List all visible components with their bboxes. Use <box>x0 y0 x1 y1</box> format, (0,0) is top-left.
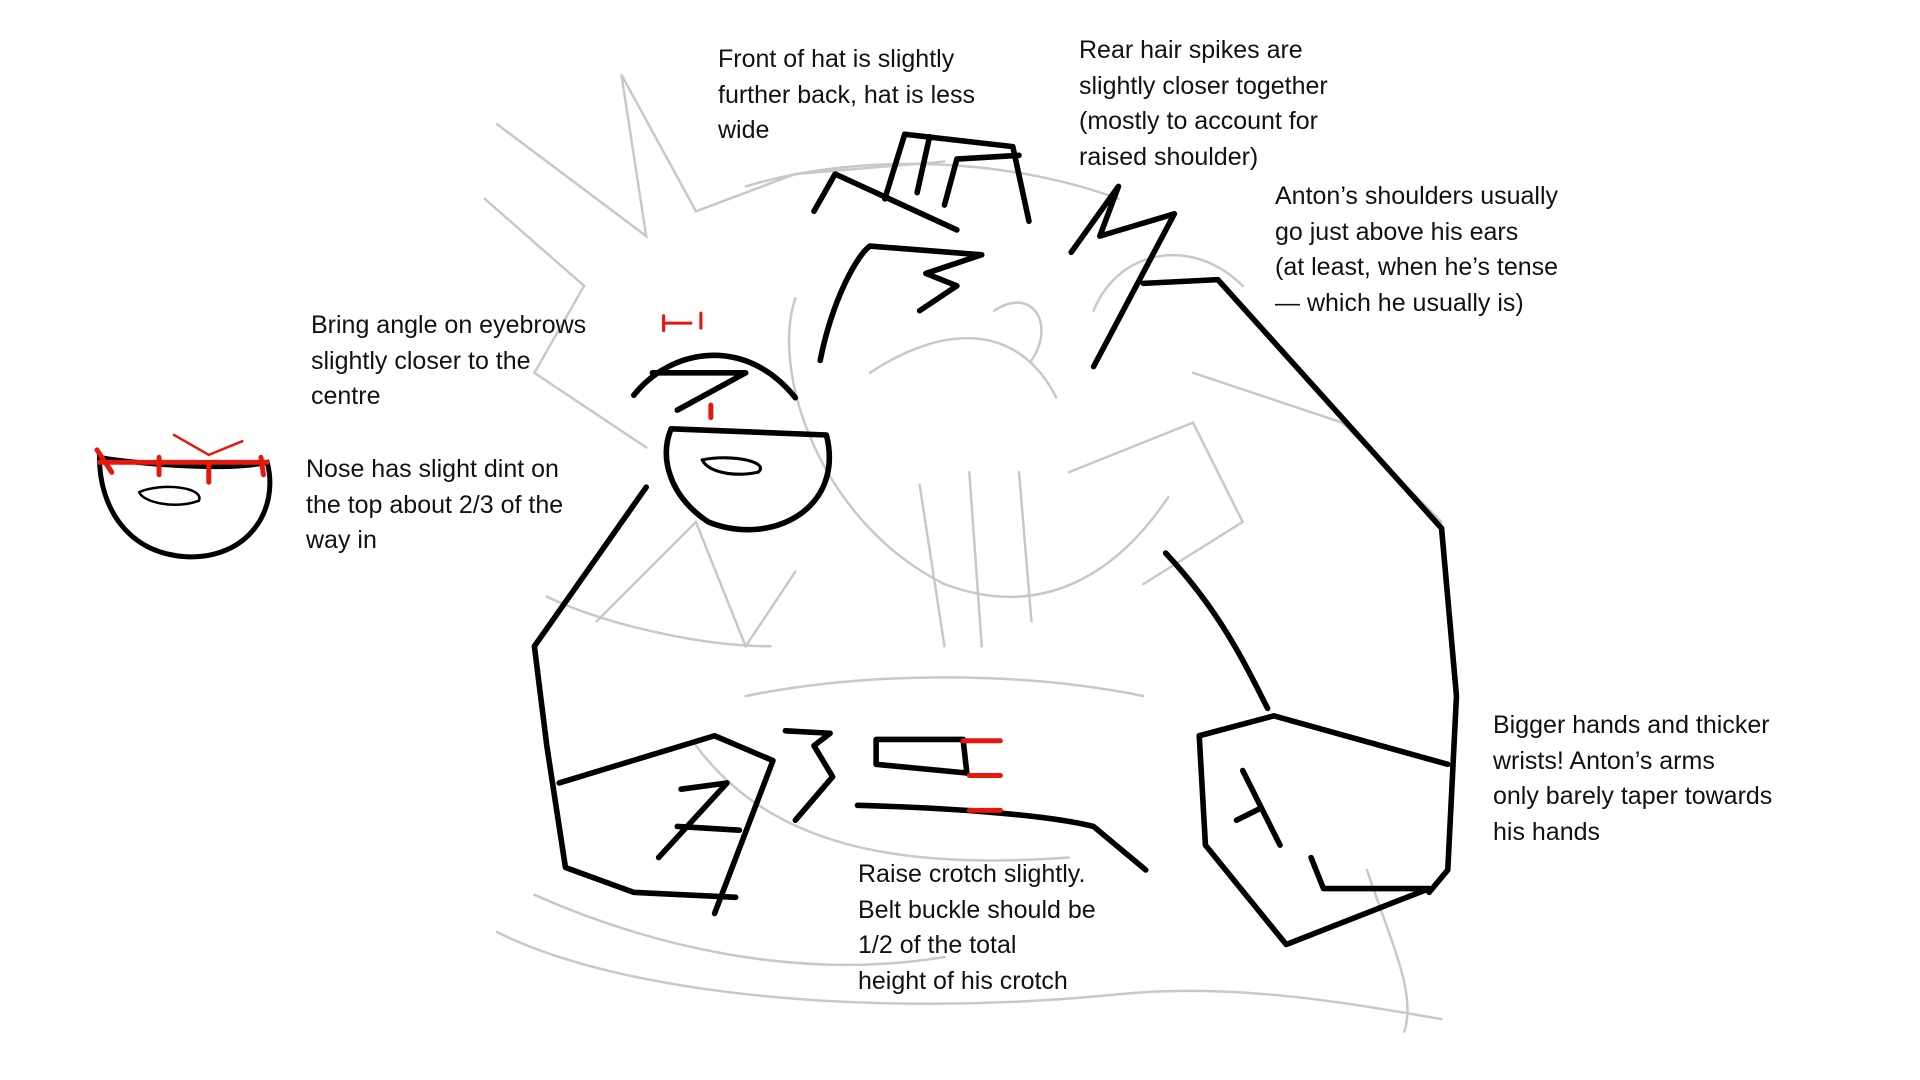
note-line: (mostly to account for <box>1079 107 1318 135</box>
note-line: Nose has slight dint on <box>306 455 559 483</box>
note-line: Raise crotch slightly. <box>858 860 1086 888</box>
note-line: Front of hat is slightly <box>718 45 955 73</box>
note-crotch: Raise crotch slightly. Belt buckle shoul… <box>858 857 1096 999</box>
note-line: slightly closer to the <box>311 346 531 375</box>
note-line: centre <box>311 382 381 410</box>
note-line: Bigger hands and thicker <box>1493 711 1770 739</box>
note-line: his hands <box>1493 817 1601 846</box>
note-line: only barely taper towards <box>1493 782 1773 810</box>
note-line: (at least, when he’s tense <box>1275 253 1559 281</box>
note-line: — which he usually is) <box>1275 288 1524 317</box>
ink-lines <box>531 131 1460 948</box>
note-line: way in <box>306 526 377 554</box>
note-line: go just above his ears <box>1275 217 1519 246</box>
nose-detail <box>96 454 273 560</box>
note-line: Belt buckle should be <box>858 895 1096 924</box>
note-line: wide <box>718 116 770 144</box>
note-line: Rear hair spikes are <box>1079 36 1303 64</box>
note-line: wrists! Anton’s arms <box>1493 746 1715 775</box>
red-corrections <box>94 311 1003 813</box>
note-line: height of his crotch <box>858 966 1068 995</box>
note-line: slightly closer together <box>1079 71 1328 100</box>
note-line: raised shoulder) <box>1079 142 1259 171</box>
note-hands: Bigger hands and thicker wrists! Anton’s… <box>1493 708 1772 850</box>
note-eyebrows: Bring angle on eyebrows slightly closer … <box>311 308 586 415</box>
note-line: Bring angle on eyebrows <box>311 311 587 339</box>
note-hair-spikes: Rear hair spikes are slightly closer tog… <box>1079 33 1328 175</box>
note-line: further back, hat is less <box>718 80 976 109</box>
note-line: the top about 2/3 of the <box>306 490 564 519</box>
note-shoulders: Anton’s shoulders usually go just above … <box>1275 179 1558 321</box>
note-hat: Front of hat is slightly further back, h… <box>718 42 975 149</box>
note-line: Anton’s shoulders usually <box>1275 182 1559 210</box>
note-line: 1/2 of the total <box>858 931 1017 959</box>
note-nose: Nose has slight dint on the top about 2/… <box>306 452 563 559</box>
